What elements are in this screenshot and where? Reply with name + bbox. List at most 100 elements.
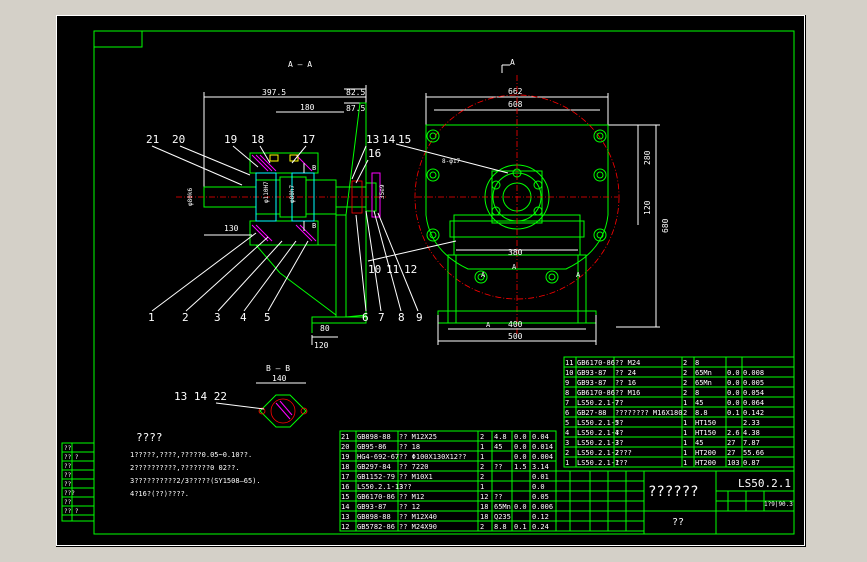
note-line: 1?????,????,?????0.05~0.10??. (130, 451, 252, 459)
balloon-label: 18 (251, 133, 264, 146)
bom-cell: 1 (683, 449, 687, 457)
bom-cell: GB6170-86 (577, 389, 615, 397)
bom-cell: LS50.2.1-3 (577, 439, 619, 447)
dim-label: 400 (508, 320, 523, 329)
bom-cell: 7.87 (743, 439, 760, 447)
bom-cell: HG4-692-67 (357, 453, 399, 461)
balloon-label: 12 (404, 263, 417, 276)
bom-cell: 1 (683, 429, 687, 437)
balloon-label: 5 (264, 311, 271, 324)
drawing-canvas: ?? ?? ? ?? ?? ?? ??? ?? ?? ? A — A 397.5… (56, 15, 805, 546)
bom-cell: ?? 12 (399, 503, 420, 511)
bom-cell: 0.014 (532, 443, 553, 451)
bom-cell: 7 (565, 399, 569, 407)
bom-cell: 0.0 (727, 399, 740, 407)
bom-cell: GB93-87 (577, 369, 607, 377)
balloon-label: 3 (214, 311, 221, 324)
bom-cell: 2.33 (743, 419, 760, 427)
bom-cell: 27 (727, 449, 735, 457)
bom-cell: 2 (565, 449, 569, 457)
dim-label: 80 (320, 324, 330, 333)
bom-cell: 8 (695, 389, 699, 397)
drawing-name: ?????? (648, 484, 699, 500)
dim-label: 680 (661, 218, 670, 233)
bom-cell: 1 (565, 459, 569, 467)
note-line: 4?16?(??)????. (130, 490, 189, 498)
balloon-label: 13 14 22 (174, 390, 227, 403)
revision-grid (555, 470, 645, 532)
drawing-sub: ?? (672, 517, 684, 528)
bom-cell: 0.054 (743, 389, 764, 397)
bom-cell: 2.6 (727, 429, 740, 437)
bom-cell: 2 (480, 463, 484, 471)
bom-cell: GB6170-86 (577, 359, 615, 367)
balloon-label: 11 (386, 263, 399, 276)
strip-label: ?? (64, 472, 72, 479)
balloon-label: 19 (224, 133, 237, 146)
bom-cell: 1 (683, 459, 687, 467)
strip-label: ?? ? (64, 508, 79, 515)
bom-cell: Q235 (494, 513, 511, 521)
bom-cell: ?? M24 (615, 359, 640, 367)
bom-cell: ?? M24X90 (399, 523, 437, 531)
bom-cell: 1.5 (514, 463, 527, 471)
bom-cell: GB93-87 (357, 503, 387, 511)
balloon-label: 15 (398, 133, 411, 146)
strip-label: ?? (64, 445, 72, 452)
bom-cell: 18 (480, 513, 488, 521)
bom-cell: 20 (341, 443, 349, 451)
section-marker: B (312, 164, 316, 172)
balloon-label: 10 (368, 263, 381, 276)
technical-notes: ???? 1?????,????,?????0.05~0.10??. 2????… (130, 431, 261, 498)
bom-cell: HT200 (695, 449, 716, 457)
bom-cell: 0.1 (727, 409, 740, 417)
balloon-label: 7 (378, 311, 385, 324)
bom-cell: 0.006 (532, 503, 553, 511)
section-marker: A (486, 321, 491, 329)
bom-cell: 1 (683, 439, 687, 447)
bom-cell: 8.8 (494, 523, 507, 531)
bom-cell: 17 (341, 473, 349, 481)
balloon-label: 20 (172, 133, 185, 146)
note-line: 3??????????2/3?????(SY1508—65). (130, 477, 261, 485)
bom-cell: ??? (399, 483, 412, 491)
dim-label: 87.5 (346, 104, 365, 113)
bom-cell: 0.24 (532, 523, 549, 531)
bom-cell: LS50.2.1-5 (577, 419, 619, 427)
bom-cell: 0.0 (532, 483, 545, 491)
bom-cell: ?? (615, 429, 623, 437)
balloon-label: 16 (368, 147, 381, 160)
bom-cell: 0.05 (532, 493, 549, 501)
bom-cell: LS50.2.1-1 (577, 459, 619, 467)
bom-cell: 2 (480, 473, 484, 481)
bom-cell: 0.008 (743, 369, 764, 377)
cad-viewport[interactable]: ?? ?? ? ?? ?? ?? ??? ?? ?? ? A — A 397.5… (56, 15, 806, 547)
bom-cell: 0.0 (727, 379, 740, 387)
bom-cell: 1 (683, 399, 687, 407)
bom-cell: ?? (615, 399, 623, 407)
bom-cell: LS50.2.1-2 (577, 449, 619, 457)
inner-frame (93, 30, 795, 535)
bom-cell: 1 (683, 419, 687, 427)
bom-cell: ?? 7220 (399, 463, 429, 471)
bom-cell: LS50.2.1-4 (577, 429, 619, 437)
bom-cell: 0.0 (514, 443, 527, 451)
bom-cell: ???????? M16X180 (615, 409, 682, 417)
bom-cell: GB898-88 (357, 513, 391, 521)
bom-cell: 0.1 (514, 523, 527, 531)
bom-cell: 2 (683, 359, 687, 367)
note-line: 2??????????,???????0 02??. (130, 464, 240, 472)
bom-cell: ?? M12X40 (399, 513, 437, 521)
bom-cell: 16 (341, 483, 349, 491)
bom-cell: GB898-88 (357, 433, 391, 441)
bom-cell: 0.0 (514, 503, 527, 511)
balloon-label: 6 (362, 311, 369, 324)
dim-label: 120 (643, 200, 652, 215)
bom-cell: 4.38 (743, 429, 760, 437)
bom-cell: 2 (683, 389, 687, 397)
strip-label: ?? ? (64, 454, 79, 461)
bom-cell: 18 (480, 503, 488, 511)
strip-label: ?? (64, 499, 72, 506)
